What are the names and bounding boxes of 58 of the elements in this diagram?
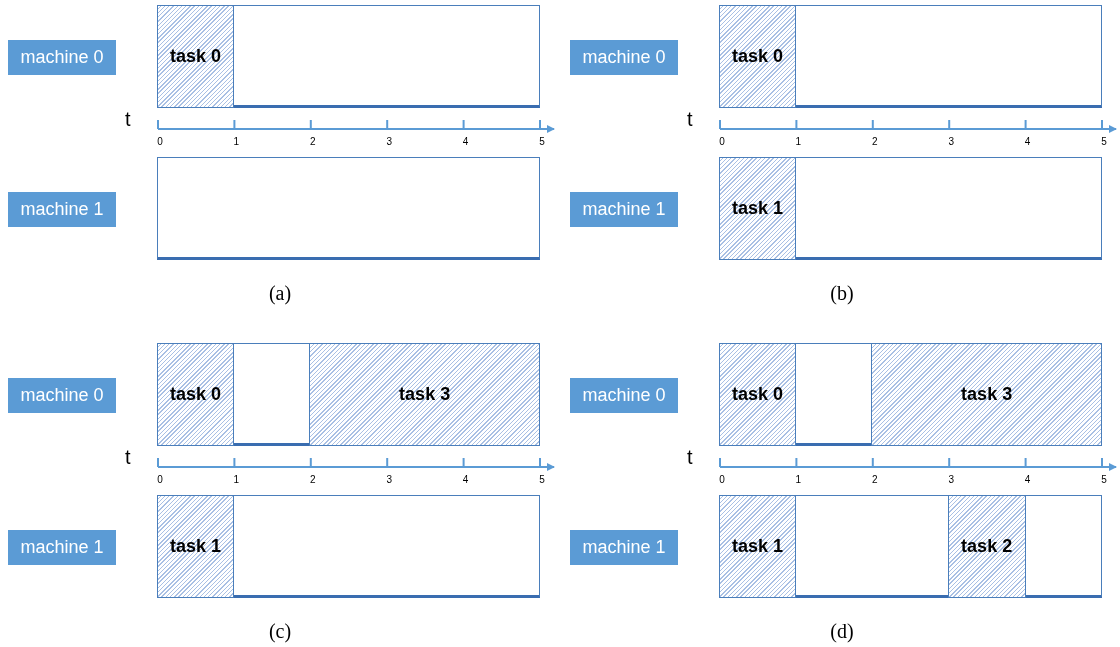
panel-caption: (c) xyxy=(267,620,293,643)
tick-label: 5 xyxy=(538,136,546,147)
task-block: task 0 xyxy=(156,4,235,108)
tick-label: 2 xyxy=(309,474,317,485)
timeline-box xyxy=(157,495,540,598)
tick-label: 1 xyxy=(232,474,241,485)
tick-label: 0 xyxy=(156,136,164,147)
timeline-box xyxy=(157,5,540,108)
timeline-box xyxy=(157,343,540,446)
tick-label: 3 xyxy=(385,474,393,485)
machine-label: machine 1 xyxy=(8,192,116,227)
axis-label: t xyxy=(687,108,693,131)
tick-label: 4 xyxy=(461,474,470,485)
tick-label: 5 xyxy=(1100,474,1108,485)
tick-label: 5 xyxy=(538,474,546,485)
axis-label: t xyxy=(687,446,693,469)
machine-label: machine 0 xyxy=(8,40,116,75)
tick-label: 0 xyxy=(718,474,726,485)
task-block: task 0 xyxy=(718,342,797,446)
panel-caption: (a) xyxy=(267,282,293,305)
timeline-box xyxy=(719,5,1102,108)
panel-caption: (b) xyxy=(829,282,855,305)
tick-label: 2 xyxy=(871,136,879,147)
task-block: task 0 xyxy=(156,342,235,446)
machine-label: machine 1 xyxy=(8,530,116,565)
tick-label: 4 xyxy=(1023,136,1032,147)
task-block: task 3 xyxy=(309,342,540,446)
axis-label: t xyxy=(125,108,131,131)
timeline-box xyxy=(719,157,1102,260)
tick-label: 0 xyxy=(718,136,726,147)
tick-label: 3 xyxy=(947,136,955,147)
tick-label: 3 xyxy=(947,474,955,485)
tick-label: 1 xyxy=(794,474,803,485)
axis-label: t xyxy=(125,446,131,469)
tick-label: 1 xyxy=(232,136,241,147)
tick-label: 4 xyxy=(1023,474,1032,485)
task-block: task 0 xyxy=(718,4,797,108)
task-block: task 1 xyxy=(156,494,235,598)
task-block: task 3 xyxy=(871,342,1102,446)
task-block: task 2 xyxy=(947,494,1026,598)
task-block: task 1 xyxy=(718,156,797,260)
machine-label: machine 1 xyxy=(570,192,678,227)
tick-label: 5 xyxy=(1100,136,1108,147)
tick-label: 3 xyxy=(385,136,393,147)
tick-label: 2 xyxy=(309,136,317,147)
panel-caption: (d) xyxy=(829,620,855,643)
machine-label: machine 1 xyxy=(570,530,678,565)
tick-label: 2 xyxy=(871,474,879,485)
tick-label: 1 xyxy=(794,136,803,147)
timeline-box xyxy=(719,495,1102,598)
tick-label: 4 xyxy=(461,136,470,147)
machine-label: machine 0 xyxy=(8,378,116,413)
machine-label: machine 0 xyxy=(570,40,678,75)
task-block: task 1 xyxy=(718,494,797,598)
timeline-box xyxy=(157,157,540,260)
timeline-box xyxy=(719,343,1102,446)
tick-label: 0 xyxy=(156,474,164,485)
machine-label: machine 0 xyxy=(570,378,678,413)
